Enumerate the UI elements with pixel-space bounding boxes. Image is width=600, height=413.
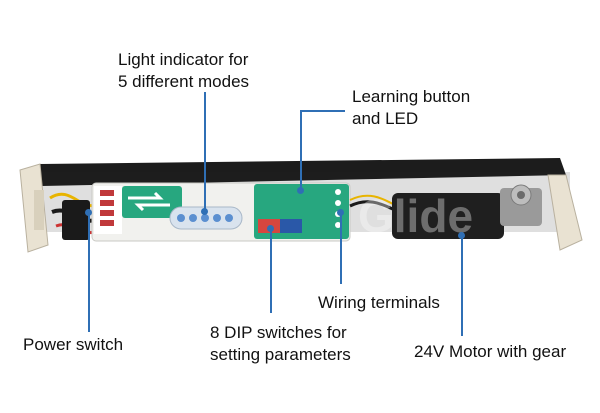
board-green-panel — [122, 186, 182, 218]
callout-wiring-dot — [337, 209, 344, 216]
label-learning-button: Learning button and LED — [352, 87, 471, 128]
callout-power-dot — [85, 209, 92, 216]
label-power-switch: Power switch — [23, 335, 124, 354]
label-dip-switches: 8 DIP switches for setting parameters — [210, 323, 351, 364]
callout-learning-dot — [297, 187, 304, 194]
power-switch-block — [62, 200, 90, 240]
wires-left — [49, 192, 96, 208]
callout-power-line — [88, 212, 90, 332]
label-wiring-terminals: Wiring terminals — [318, 293, 440, 312]
callout-learning-line-v — [300, 110, 302, 190]
label-motor: 24V Motor with gear — [414, 342, 567, 361]
right-end-cap — [547, 174, 583, 251]
callout-learning-line-h — [300, 110, 345, 112]
label-light-indicator: Light indicator for 5 different modes — [118, 50, 250, 91]
callout-light-line — [204, 92, 206, 212]
motor-body — [392, 193, 504, 239]
callout-dip-line — [270, 228, 272, 313]
aluminum-rail — [40, 158, 566, 186]
callout-wiring-line — [340, 212, 342, 284]
arrow-logo-icon — [128, 191, 170, 212]
callout-motor-dot — [458, 232, 465, 239]
watermark-text: Glide — [358, 190, 473, 242]
callout-motor-line — [461, 236, 463, 336]
callout-dip-dot — [267, 225, 274, 232]
callout-light-dot — [201, 208, 208, 215]
